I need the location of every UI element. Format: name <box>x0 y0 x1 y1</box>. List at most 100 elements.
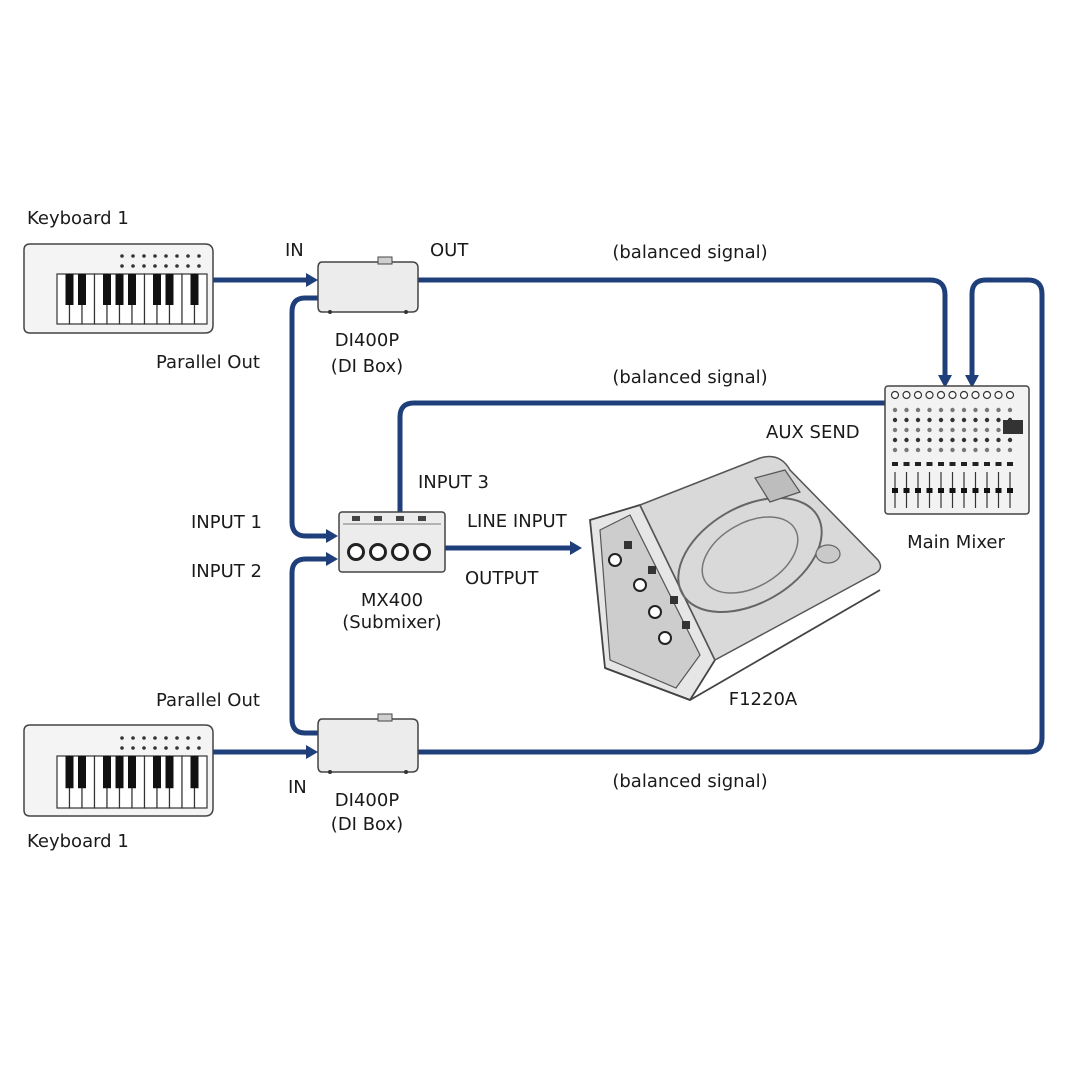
channel-knob-icon <box>961 447 967 453</box>
arrow-monitor-in <box>570 541 582 555</box>
keyboard-button-dot <box>142 746 146 750</box>
keyboard-button-dot <box>175 736 179 740</box>
keyboard-button-dot <box>120 254 124 258</box>
arrow-di-top-in <box>306 273 318 287</box>
channel-button-icon <box>903 462 910 466</box>
cable-di-top-to-main-mixer <box>415 277 948 378</box>
channel-knob-icon <box>927 407 932 413</box>
keyboard-button-dot <box>197 736 201 740</box>
keyboard-button-dot <box>142 736 146 740</box>
channel-knob-icon <box>961 437 967 443</box>
black-key <box>153 274 161 305</box>
channel-knob-icon <box>927 417 932 423</box>
channel-button-icon <box>1007 462 1013 466</box>
level-knob-icon <box>347 543 365 561</box>
fader-cap-icon <box>961 488 967 493</box>
channel-input-icon <box>948 390 957 400</box>
channel-input-icon <box>959 390 969 400</box>
keyboard-top-parallel-out-label: Parallel Out <box>156 352 260 373</box>
keyboard-button-dot <box>120 746 124 750</box>
channel-knob-icon <box>915 407 921 413</box>
keyboard-button-dot <box>164 264 168 268</box>
main-mixer-name: Main Mixer <box>907 532 1005 553</box>
keyboard-button-dot <box>142 264 146 268</box>
cables <box>210 273 1045 759</box>
level-knob-icon <box>391 543 409 561</box>
channel-knob-icon <box>950 407 955 413</box>
black-key <box>165 274 174 305</box>
channel-input-icon <box>936 390 946 400</box>
channel-knob-icon <box>915 417 921 423</box>
input1-label: INPUT 1 <box>191 512 262 533</box>
keyboard-button-dot <box>164 746 168 750</box>
aux-send-label: AUX SEND <box>766 422 860 443</box>
monitor-jack-icon <box>670 596 678 604</box>
channel-knob-icon <box>915 437 921 443</box>
channel-knob-icon <box>961 427 967 433</box>
channel-knob-icon <box>996 407 1001 413</box>
channel-input-icon <box>913 390 923 400</box>
channel-knob-icon <box>996 447 1001 453</box>
keyboard-button-dot <box>131 746 135 750</box>
channel-input-icon <box>994 390 1003 400</box>
input-jack-icon <box>352 516 360 521</box>
arrow-input2 <box>326 552 338 566</box>
channel-knob-icon <box>892 447 898 453</box>
di-box-top <box>317 256 419 314</box>
keyboard-button-dot <box>186 254 190 258</box>
monitor-jack-icon <box>624 541 632 549</box>
keyboard-button-dot <box>164 254 168 258</box>
di-bottom-in-label: IN <box>288 777 307 798</box>
keyboard-bottom <box>23 724 214 817</box>
keyboard-button-dot <box>186 264 190 268</box>
signal-middle-label: (balanced signal) <box>612 367 767 388</box>
mx400-name: MX400 <box>361 590 423 611</box>
di-top-desc: (DI Box) <box>331 356 403 377</box>
fader-cap-icon <box>949 488 956 493</box>
channel-knob-icon <box>984 447 990 453</box>
channel-knob-icon <box>927 427 932 433</box>
arrow-input1 <box>326 529 338 543</box>
channel-knob-icon <box>927 447 932 453</box>
channel-button-icon <box>961 462 967 466</box>
black-key <box>190 756 199 789</box>
black-key <box>103 756 111 789</box>
channel-knob-icon <box>973 447 978 453</box>
channel-knob-icon <box>973 407 978 413</box>
monitor-knob-icon <box>633 578 647 592</box>
channel-knob-icon <box>904 437 909 443</box>
keyboard-top <box>23 243 214 334</box>
input-jack-icon <box>374 516 382 521</box>
channel-knob-icon <box>996 417 1001 423</box>
channel-knob-icon <box>984 427 990 433</box>
channel-knob-icon <box>950 447 955 453</box>
channel-button-icon <box>972 462 979 466</box>
main-mixer <box>884 385 1030 515</box>
fader-cap-icon <box>995 488 1002 493</box>
channel-knob-icon <box>892 427 898 433</box>
channel-knob-icon <box>892 407 898 413</box>
monitor-jack-icon <box>648 566 656 574</box>
level-knob-icon <box>369 543 387 561</box>
arrow-main-mixer-in-2 <box>965 375 979 388</box>
keyboard-button-dot <box>153 264 157 268</box>
channel-knob-icon <box>950 427 955 433</box>
keyboard-button-dot <box>131 736 135 740</box>
keyboard-button-dot <box>120 736 124 740</box>
black-key <box>190 274 199 305</box>
output-label: OUTPUT <box>465 568 539 589</box>
channel-knob-icon <box>915 447 921 453</box>
channel-knob-icon <box>950 417 955 423</box>
channel-button-icon <box>938 462 944 466</box>
keyboard-button-dot <box>186 736 190 740</box>
channel-knob-icon <box>904 407 909 413</box>
black-key <box>128 274 136 305</box>
line-input-label: LINE INPUT <box>467 511 568 532</box>
mx400-desc: (Submixer) <box>342 612 441 633</box>
fader-cap-icon <box>915 488 921 493</box>
channel-knob-icon <box>984 437 990 443</box>
channel-input-icon <box>982 390 992 400</box>
f1220a-monitor <box>589 455 882 702</box>
fader-cap-icon <box>1007 488 1013 493</box>
